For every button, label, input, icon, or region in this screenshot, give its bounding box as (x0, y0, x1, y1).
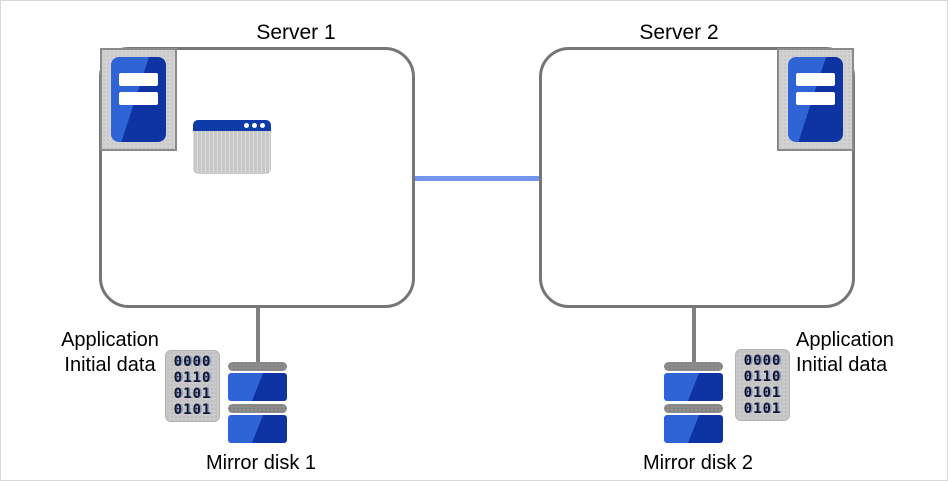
mirror-disk2-label: Mirror disk 2 (642, 452, 753, 474)
server1-disk-connector (256, 306, 260, 363)
window-dot-icon (244, 123, 249, 128)
server-drive-bay (119, 73, 158, 86)
disk-platter (664, 373, 723, 401)
binary-row: 0101 (743, 385, 782, 401)
disk-cap (228, 404, 287, 413)
server-drive-bay (119, 92, 158, 105)
disk-cap (664, 404, 723, 413)
server2-title: Server 2 (639, 21, 719, 44)
server1-tower-icon (100, 48, 177, 151)
disk-platter (664, 415, 723, 443)
initial-data-label-right: Application Initial data (796, 328, 894, 378)
binary-row: 0101 (173, 402, 212, 418)
binary-row: 0101 (743, 401, 782, 417)
initial-data-line1: Application (796, 329, 894, 351)
disk-cap (664, 362, 723, 371)
application-window-titlebar (193, 120, 271, 131)
disk-platter (228, 373, 287, 401)
server2-disk-connector (692, 306, 696, 363)
window-dot-icon (252, 123, 257, 128)
server-tower-body (111, 57, 166, 142)
mirror-disk1-icon (228, 362, 287, 446)
initial-data-line2: Initial data (64, 354, 156, 376)
binary-row: 0101 (173, 386, 212, 402)
application-window-icon (193, 120, 271, 174)
initial-data-line2: Initial data (796, 354, 888, 376)
initial-data-label-left: Application Initial data (30, 328, 190, 378)
binary-row: 0110 (173, 370, 212, 386)
server2-tower-icon (777, 48, 854, 151)
server-drive-bay (796, 73, 835, 86)
mirror-disk1-label: Mirror disk 1 (205, 452, 316, 474)
mirror-disk2-icon (664, 362, 723, 446)
server1-title: Server 1 (256, 21, 336, 44)
disk-cap (228, 362, 287, 371)
server-drive-bay (796, 92, 835, 105)
disk-platter (228, 415, 287, 443)
binary-data-icon-right: 0000 0110 0101 0101 (735, 349, 790, 421)
binary-row: 0000 (743, 353, 782, 369)
window-dot-icon (260, 123, 265, 128)
server-tower-body (788, 57, 843, 142)
initial-data-line1: Application (61, 329, 159, 351)
application-window-body (193, 131, 271, 174)
binary-row: 0000 (173, 354, 212, 370)
binary-row: 0110 (743, 369, 782, 385)
binary-data-icon-left: 0000 0110 0101 0101 (165, 350, 220, 422)
network-link-line (414, 176, 540, 181)
